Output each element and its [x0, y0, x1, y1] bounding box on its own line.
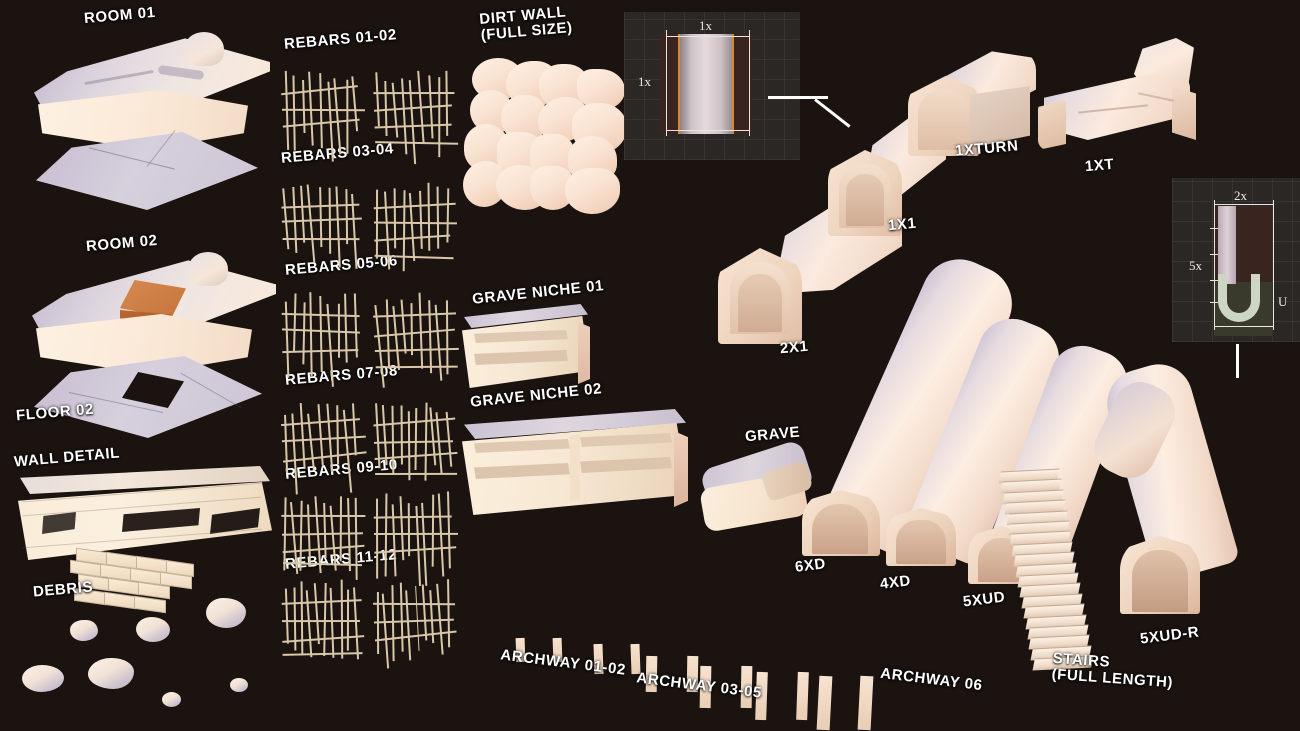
label-tunnel-5xud-r: 5XUD-R: [1139, 623, 1201, 648]
inset-right-shape-label: U: [1278, 294, 1288, 309]
rebar-grid: [373, 181, 458, 272]
archway-leg: [645, 655, 658, 693]
inset-top-width-label: 1x: [699, 18, 712, 33]
leader-line-top-inset: [768, 96, 828, 99]
debris-rock: [70, 620, 98, 641]
rebar-grid: [280, 398, 367, 495]
model-grave-niche-01: [462, 300, 590, 400]
leader-line-right-inset: [1236, 344, 1239, 378]
model-tunnel-4xd: [886, 300, 1070, 568]
archway-leg: [686, 655, 699, 693]
dirt-wall-lump: [564, 168, 620, 215]
dirt-wall-lump: [576, 68, 625, 110]
archway-leg: [857, 675, 874, 731]
model-stairs: [998, 468, 1094, 690]
model-archway: [514, 527, 564, 647]
rebar-grid: [281, 579, 365, 664]
label-tunnel-1xt: 1XT: [1084, 155, 1115, 176]
archway-leg: [630, 643, 641, 675]
rebar-grid: [280, 66, 366, 161]
debris-rock: [230, 678, 248, 692]
rebar-grid: [373, 491, 458, 586]
label-dirt-wall: DIRT WALL (FULL SIZE): [478, 3, 574, 45]
archway-leg: [816, 675, 833, 731]
rebar-grid: [281, 181, 366, 269]
inset-viewport-u-profile[interactable]: 2x 5x U: [1172, 178, 1300, 342]
model-dirt-wall: [462, 56, 627, 215]
archway-leg: [740, 665, 753, 709]
model-archway: [699, 572, 753, 675]
rebar-grid: [281, 491, 366, 580]
rebar-grid: [373, 399, 458, 486]
model-grave: [698, 438, 816, 533]
model-room-02: [26, 250, 284, 440]
archway-leg: [796, 671, 809, 721]
debris-rock: [136, 617, 170, 642]
debris-rock: [206, 598, 246, 628]
label-archway-06: ARCHWAY 06: [879, 664, 984, 695]
inset-right-width-label: 2x: [1234, 188, 1247, 203]
inset-viewport-tunnel-profile[interactable]: 1x 1x: [624, 12, 800, 160]
label-room-01: ROOM 01: [83, 3, 157, 28]
inset-top-height-label: 1x: [638, 74, 651, 89]
debris-rock: [88, 658, 134, 689]
archway-leg: [593, 643, 604, 675]
model-tunnel-1xturn: [908, 50, 1036, 160]
model-archway: [592, 527, 642, 653]
model-archway: [816, 587, 875, 686]
rebar-grid: [372, 578, 458, 669]
model-tunnel-1xt: [1038, 38, 1196, 158]
archway-leg: [515, 637, 526, 663]
label-tunnel-6xd: 6XD: [794, 555, 827, 576]
archway-leg: [552, 637, 563, 663]
archway-leg: [699, 665, 712, 709]
model-grave-niche-02: [462, 405, 688, 523]
rebar-grid: [281, 291, 364, 388]
debris-rock: [162, 692, 181, 707]
model-room-01: [28, 28, 278, 210]
model-archway: [645, 560, 699, 665]
model-tunnel-2x1: [718, 190, 902, 345]
model-archway: [754, 579, 809, 681]
inset-right-height-label: 5x: [1189, 258, 1202, 273]
wall-brick-section: [70, 547, 194, 616]
stair-step: [1032, 655, 1094, 671]
archway-leg: [755, 671, 768, 721]
debris-rock: [22, 665, 64, 692]
model-tunnel-5xud-r: [1086, 356, 1282, 620]
model-wall-detail: [14, 460, 276, 620]
rebar-grid: [373, 67, 458, 164]
label-rebars-01-02: REBARS 01-02: [283, 26, 398, 53]
model-tunnel-6xd: [800, 234, 1025, 559]
label-tunnel-4xd: 4XD: [879, 572, 912, 593]
rebar-grid: [372, 290, 459, 389]
